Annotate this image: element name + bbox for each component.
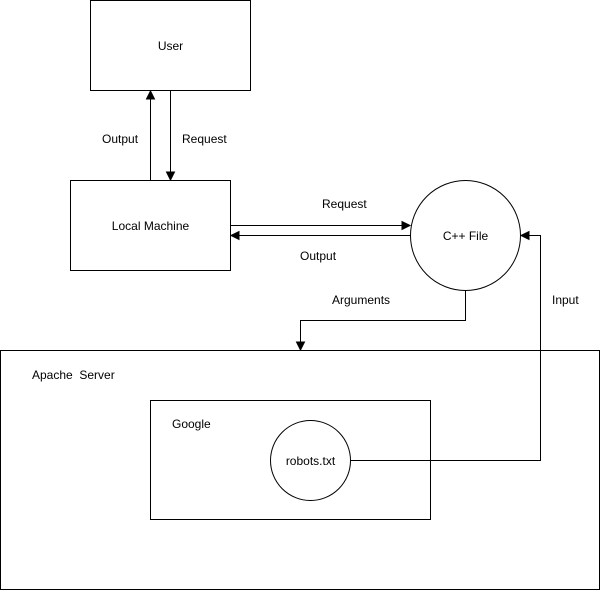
arguments-label: Arguments — [332, 293, 390, 307]
input-arrowhead — [519, 230, 530, 241]
request-from-user-arrowhead — [165, 171, 176, 182]
input-label: Input — [552, 293, 579, 307]
output-to-local-label: Output — [300, 249, 337, 263]
apache-server-label: Apache Server — [32, 368, 115, 382]
user-box — [90, 0, 251, 91]
google-label: Google — [172, 417, 211, 431]
output-to-local-arrowhead — [229, 230, 240, 241]
local-machine-box — [70, 180, 231, 271]
output-to-user-arrowhead — [145, 89, 156, 100]
arguments-edge — [300, 291, 466, 343]
request-from-user-label: Request — [182, 132, 227, 146]
input-edge — [350, 235, 541, 461]
user-label: User — [158, 39, 183, 53]
cpp-file-label: C++ File — [443, 229, 489, 243]
request-to-cpp-label: Request — [322, 197, 367, 211]
arguments-arrowhead — [295, 341, 306, 352]
request-to-cpp-arrowhead — [401, 220, 412, 231]
robots-txt-label: robots.txt — [286, 454, 336, 468]
output-to-user-label: Output — [102, 132, 139, 146]
local-machine-label: Local Machine — [112, 219, 190, 233]
